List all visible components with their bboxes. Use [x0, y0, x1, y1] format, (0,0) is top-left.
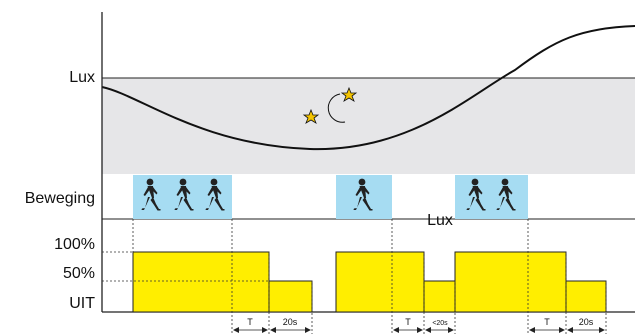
standby-label: 20s: [283, 317, 298, 327]
standby-label: <20s: [432, 320, 448, 327]
guide-lines: [102, 219, 607, 334]
level-100-label: 100%: [54, 236, 95, 253]
lux-curve: [101, 25, 635, 151]
lux-range-band: [102, 78, 635, 174]
lux-axis-label: Lux: [69, 69, 95, 86]
light-step-dim: [268, 280, 313, 313]
level-50-label: 50%: [63, 265, 95, 282]
moon-icon: [327, 93, 346, 123]
light-step-full: [335, 251, 425, 313]
light-step-dim: [423, 280, 456, 313]
light-step-dim: [565, 280, 607, 313]
delay-label: T: [247, 317, 253, 327]
level-off-label: UIT: [69, 295, 95, 312]
light-step-full: [132, 251, 270, 313]
star-icon: [302, 108, 320, 124]
light-step-full: [454, 251, 567, 313]
delay-label: T: [544, 317, 550, 327]
motion-label: Beweging: [25, 190, 95, 207]
motion-zone: [455, 175, 528, 219]
delay-label: T: [405, 317, 411, 327]
night-icon: [302, 86, 358, 124]
standby-label: 20s: [579, 317, 594, 327]
star-icon: [340, 86, 358, 102]
lux-threshold-label: Lux: [427, 212, 453, 229]
